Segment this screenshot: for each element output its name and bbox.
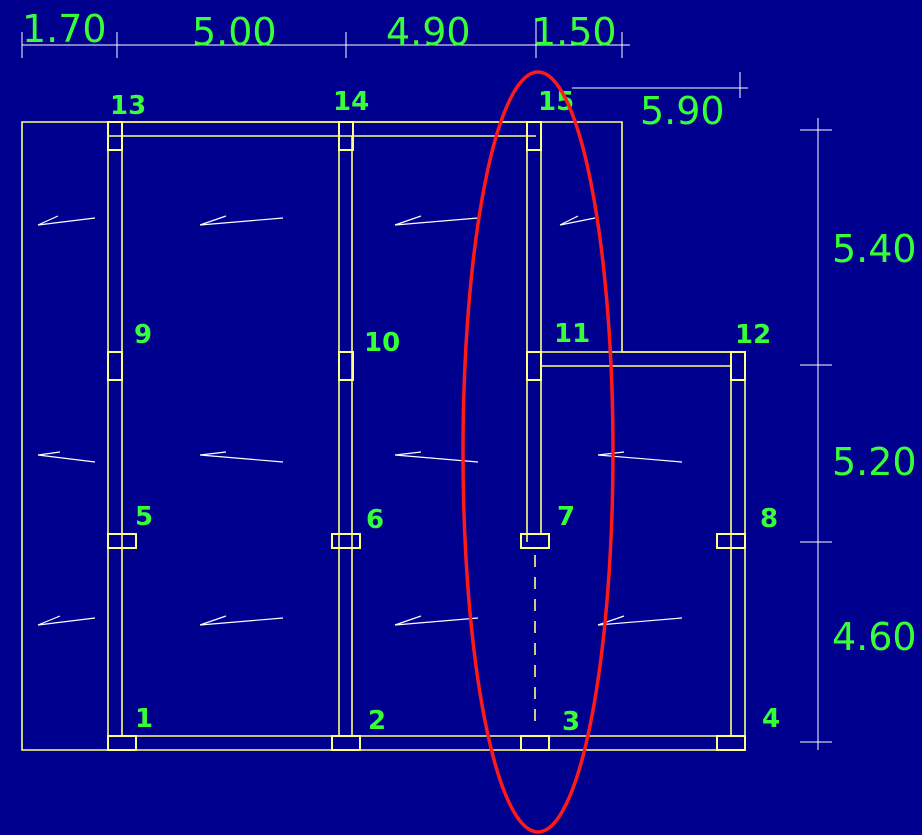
structural-columns	[107, 121, 746, 751]
highlight-ellipse	[461, 70, 615, 834]
beams	[107, 121, 745, 750]
column-1	[107, 735, 137, 751]
column-11	[526, 351, 542, 381]
dim-right-2: 5.20	[832, 440, 917, 484]
column-label: 1	[135, 704, 153, 734]
column-12	[730, 351, 746, 381]
column-label: 5	[135, 502, 153, 532]
slab-outline	[21, 121, 746, 751]
dim-top-2: 5.00	[192, 10, 277, 54]
column-10	[338, 351, 354, 381]
column-15	[526, 121, 542, 151]
column-label: 9	[134, 320, 152, 350]
column-label: 4	[762, 704, 780, 734]
column-label: 13	[110, 91, 146, 121]
column-13	[107, 121, 123, 151]
dim-top-3: 4.90	[386, 10, 471, 54]
dim-top-extra: 5.90	[640, 89, 725, 133]
column-label: 12	[735, 320, 771, 350]
dim-top-1: 1.70	[22, 7, 107, 51]
column-7	[520, 533, 550, 549]
column-labels: 1 2 3 4 5 6 7 8 9 10 11 12 13 14 15	[110, 87, 780, 737]
span-arrows	[37, 215, 683, 626]
column-9	[107, 351, 123, 381]
column-5	[107, 533, 137, 549]
column-label: 8	[760, 504, 778, 534]
column-6	[331, 533, 361, 549]
column-4	[716, 735, 746, 751]
right-dimension-line	[800, 118, 832, 750]
dim-right-1: 5.40	[832, 227, 917, 271]
column-label: 10	[364, 328, 400, 358]
column-8	[716, 533, 746, 549]
column-label: 6	[366, 505, 384, 535]
column-label: 2	[368, 706, 386, 736]
column-14	[338, 121, 354, 151]
dim-top-4: 1.50	[532, 10, 617, 54]
column-label: 11	[554, 319, 590, 349]
column-label: 3	[562, 707, 580, 737]
top-dimension-line	[21, 18, 748, 98]
column-3	[520, 735, 550, 751]
column-2	[331, 735, 361, 751]
dim-right-3: 4.60	[832, 615, 917, 659]
column-label: 7	[557, 502, 575, 532]
column-label: 14	[333, 87, 369, 117]
